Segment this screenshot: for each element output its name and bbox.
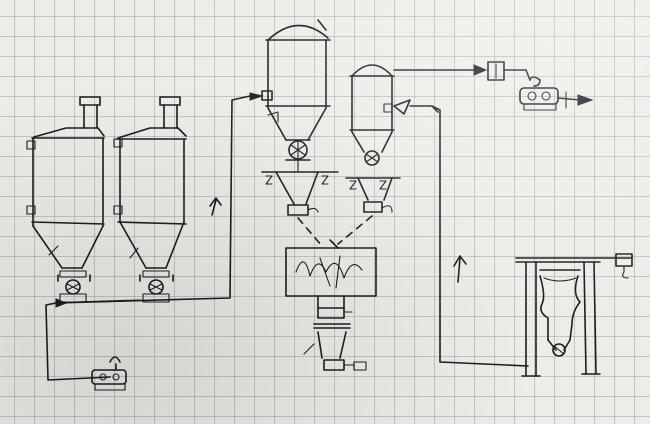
- secondary-hopper: [345, 64, 475, 213]
- blower-unit: [91, 356, 127, 391]
- suction-line: [431, 105, 529, 367]
- bag-discharge-station: [515, 253, 633, 377]
- receiver-hopper: [249, 19, 339, 216]
- conveying-line: [45, 95, 251, 381]
- filter-and-pump: [473, 61, 594, 111]
- silo-left: [26, 96, 105, 303]
- horizontal-mixer: [285, 215, 377, 319]
- discharge-hopper: [303, 323, 367, 371]
- silo-middle: [113, 96, 187, 303]
